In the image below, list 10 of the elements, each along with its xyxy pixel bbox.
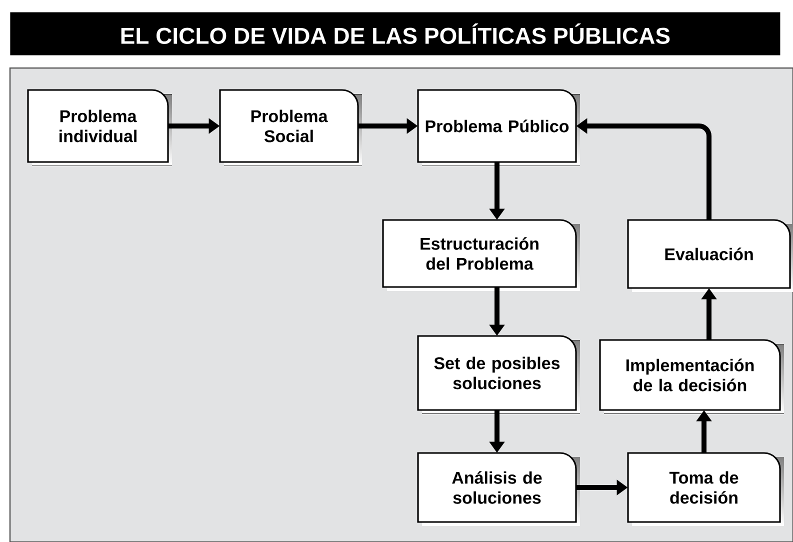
process-box: Set de posibles soluciones	[417, 335, 580, 414]
process-box: Análisis de soluciones	[417, 452, 580, 526]
process-box: Problema Público	[417, 89, 580, 166]
process-box: Problema individual	[27, 89, 172, 166]
title-banner: EL CICLO DE VIDA DE LAS POLÍTICAS PÚBLICAS	[10, 12, 780, 56]
process-box: Estructuración del Problema	[382, 219, 580, 291]
process-box: Evaluación	[627, 219, 793, 292]
process-box: Problema Social	[219, 89, 362, 166]
process-box: Implementación de la decisión	[599, 339, 784, 414]
process-box: Toma de decisión	[627, 452, 784, 526]
